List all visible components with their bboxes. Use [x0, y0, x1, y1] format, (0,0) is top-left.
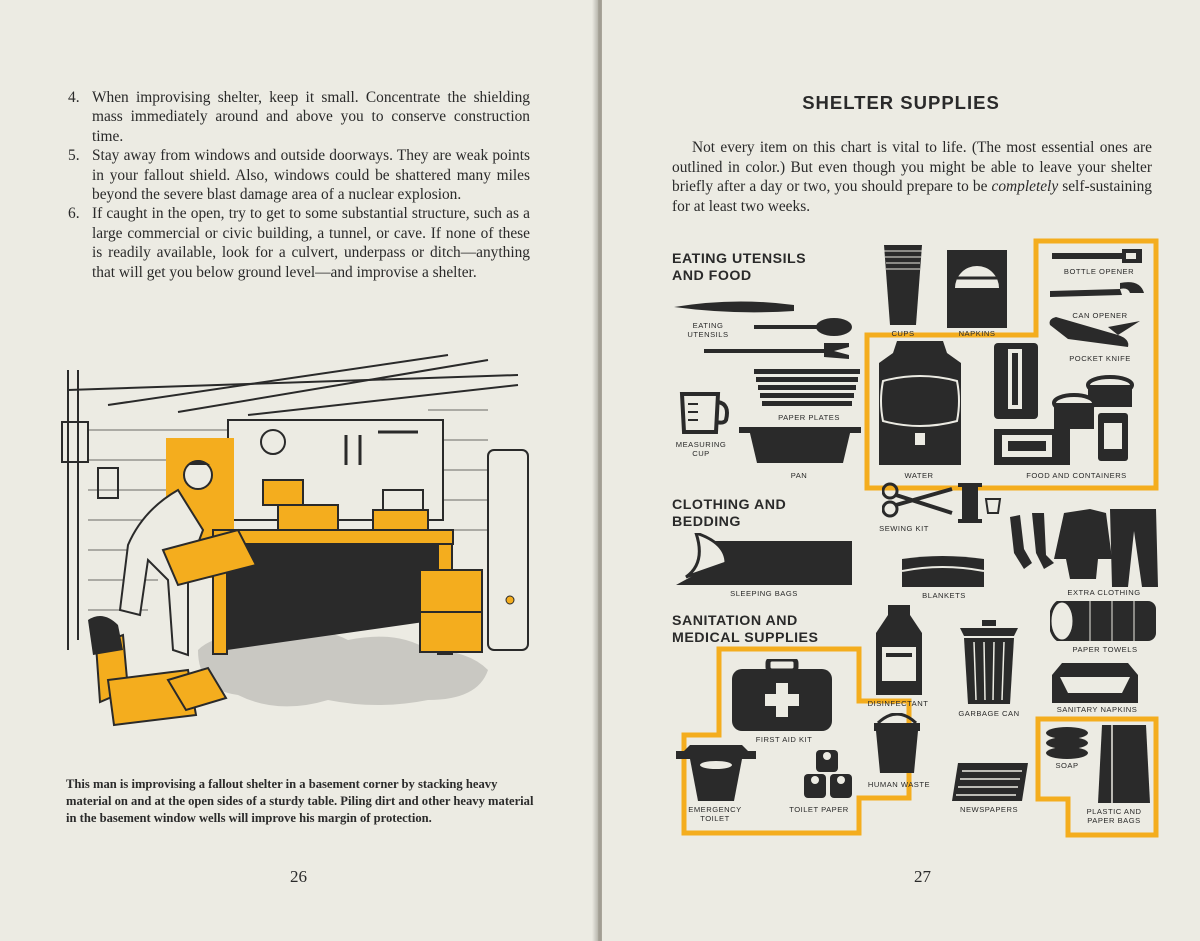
list-item: 5.Stay away from windows and outside doo…	[68, 147, 530, 204]
intro-paragraph: Not every item on this chart is vital to…	[672, 139, 1153, 215]
label-garbage-can: GARBAGE CAN	[958, 709, 1020, 718]
section-clothing: CLOTHING AND BEDDING	[672, 497, 787, 530]
plastic-bags-icon	[1098, 725, 1150, 803]
pocket-knife-icon	[1049, 317, 1140, 347]
left-page: 4.When improvising shelter, keep it smal…	[0, 0, 598, 941]
label-blankets: BLANKETS	[922, 591, 966, 600]
can-opener-icon	[1050, 282, 1144, 297]
label-paper-plates: PAPER PLATES	[778, 413, 840, 422]
label-pocket-knife: POCKET KNIFE	[1069, 354, 1131, 363]
first-aid-kit-icon	[732, 659, 832, 731]
illustration-caption: This man is improvising a fallout shelte…	[66, 777, 534, 825]
bottle-opener-icon	[1052, 249, 1142, 263]
food-containers-icon	[994, 375, 1134, 465]
label-cups: CUPS	[891, 329, 915, 338]
right-page: SHELTER SUPPLIES Not every item on this …	[602, 0, 1200, 941]
water-icon	[879, 341, 961, 465]
label-soap: SOAP	[1055, 761, 1079, 770]
can-icon	[994, 343, 1038, 419]
label-sewing-kit: SEWING KIT	[879, 524, 929, 533]
page-number: 26	[290, 867, 307, 886]
label-water: WATER	[904, 471, 934, 480]
utensils-icon	[674, 301, 852, 359]
sewing-kit-icon	[882, 482, 1002, 523]
label-extra-clothing: EXTRA CLOTHING	[1067, 588, 1141, 597]
label-bottle-opener: BOTTLE OPENER	[1063, 267, 1135, 276]
label-human-waste: HUMAN WASTE	[867, 780, 931, 789]
label-eating-utensils: EATING UTENSILS	[687, 321, 729, 339]
measuring-cup-icon	[679, 392, 729, 434]
list-item: 6.If caught in the open, try to get to s…	[68, 205, 530, 281]
paper-plates-icon	[754, 369, 860, 406]
list-item: 4.When improvising shelter, keep it smal…	[68, 89, 530, 145]
page-number: 27	[914, 867, 931, 886]
instruction-list: 4.When improvising shelter, keep it smal…	[68, 88, 530, 282]
napkins-icon	[947, 250, 1007, 328]
cups-icon	[884, 245, 922, 325]
human-waste-icon	[874, 713, 920, 773]
sanitary-napkins-icon	[1052, 663, 1138, 703]
essential-outline	[681, 238, 1159, 838]
label-first-aid-kit: FIRST AID KIT	[755, 735, 813, 744]
label-plastic-bags: PLASTIC AND PAPER BAGS	[1086, 807, 1142, 825]
toilet-paper-icon	[804, 750, 852, 798]
newspapers-icon	[952, 763, 1028, 801]
basement-shelter-illustration	[61, 354, 529, 727]
sleeping-bags-icon	[676, 533, 852, 585]
extra-clothing-icon	[1010, 509, 1158, 587]
label-measuring-cup: MEASURING CUP	[675, 440, 727, 458]
label-can-opener: CAN OPENER	[1072, 311, 1128, 320]
paper-towels-icon	[1050, 601, 1156, 641]
label-sanitary-napkins: SANITARY NAPKINS	[1056, 705, 1138, 714]
supplies-chart: EATING UTENSILS AND FOOD CLOTHING AND BE…	[664, 235, 1164, 845]
label-emergency-toilet: EMERGENCY TOILET	[688, 805, 742, 823]
soap-icon	[1046, 727, 1088, 759]
label-sleeping-bags: SLEEPING BAGS	[730, 589, 798, 598]
emergency-toilet-icon	[676, 745, 756, 801]
label-disinfectant: DISINFECTANT	[867, 699, 929, 708]
label-pan: PAN	[790, 471, 808, 480]
pan-icon	[739, 427, 861, 463]
blankets-icon	[902, 556, 984, 587]
page-title: SHELTER SUPPLIES	[802, 92, 1000, 113]
emphasis-text: completely	[991, 178, 1059, 196]
section-eating: EATING UTENSILS AND FOOD	[672, 251, 807, 284]
garbage-can-icon	[960, 620, 1018, 704]
disinfectant-icon	[876, 605, 922, 695]
label-newspapers: NEWSPAPERS	[959, 805, 1019, 814]
label-food-containers: FOOD AND CONTAINERS	[1026, 471, 1127, 480]
section-sanitation: SANITATION AND MEDICAL SUPPLIES	[672, 613, 819, 646]
label-napkins: NAPKINS	[958, 329, 996, 338]
label-paper-towels: PAPER TOWELS	[1072, 645, 1138, 654]
label-toilet-paper: TOILET PAPER	[789, 805, 849, 814]
